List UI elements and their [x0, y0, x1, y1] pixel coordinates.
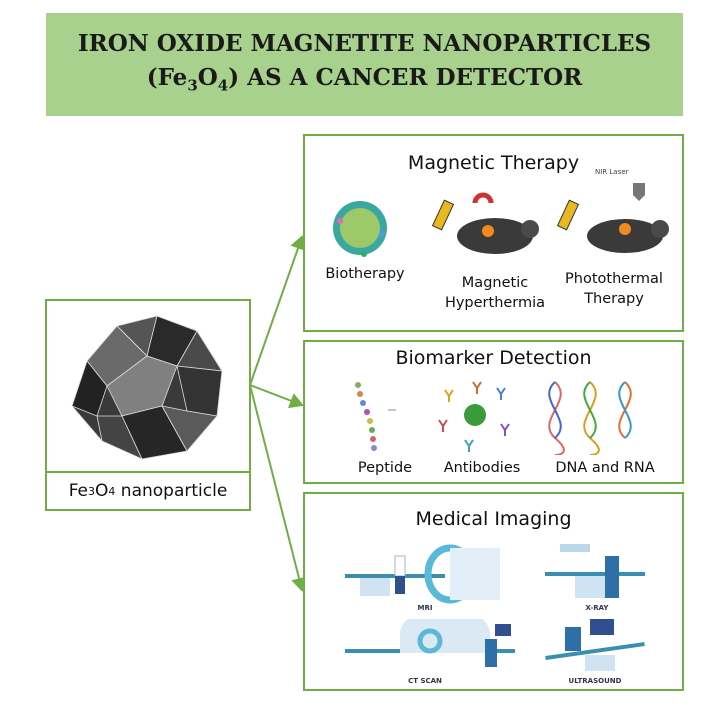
magnetic-therapy-panel: Magnetic Therapy NIR Laser Biotherapy Ma… [303, 134, 684, 332]
s-e: nanoparticle [115, 481, 228, 501]
nanoparticle-image-box [45, 299, 251, 473]
medical-imaging-heading: Medical Imaging [415, 508, 572, 530]
t-a: (Fe [146, 63, 188, 91]
peptide-icon [355, 382, 396, 451]
arrow-therapy [249, 235, 306, 386]
t-b: 3 [187, 76, 198, 95]
ultrasound-illustration [545, 619, 645, 671]
t-e: ) AS A CANCER DETECTOR [228, 63, 583, 91]
s-a: Fe [68, 481, 89, 501]
photothermal-mouse-icon [556, 183, 669, 253]
biomarker-detection-panel: Biomarker Detection Peptide Antibodies D… [303, 340, 684, 484]
mri-illustration [345, 544, 500, 604]
mh-2: Hyperthermia [444, 295, 546, 311]
pt-1: Photothermal [565, 271, 663, 287]
xray-illustration [545, 544, 645, 598]
antibodies-icon [438, 381, 510, 452]
magnetic-therapy-heading: Magnetic Therapy [407, 152, 580, 174]
s-c: O [95, 481, 109, 501]
pt-2: Therapy [584, 291, 644, 307]
nir-laser-label: NIR Laser [595, 168, 629, 176]
arrow-imaging [249, 384, 307, 592]
dna-rna-label: DNA and RNA [555, 460, 655, 476]
biomarker-heading: Biomarker Detection [395, 347, 592, 369]
t-c: O [197, 63, 218, 91]
mri-label: MRI [417, 604, 433, 612]
title-banner: IRON OXIDE MAGNETITE NANOPARTICLES (Fe3O… [46, 13, 683, 116]
title-line-1: IRON OXIDE MAGNETITE NANOPARTICLES [77, 29, 652, 57]
ct-scan-illustration [345, 619, 515, 667]
dna-rna-icon [548, 381, 632, 455]
xray-label: X-RAY [585, 604, 609, 612]
t-d: 4 [217, 76, 229, 95]
nanoparticle-illustration [71, 315, 223, 460]
s-b: 3 [88, 484, 96, 498]
peptide-label: Peptide [357, 460, 413, 476]
title-line-2: (Fe3O4) AS A CANCER DETECTOR [147, 61, 583, 103]
magnetic-hyperthermia-mouse-icon [431, 192, 539, 254]
ct-scan-label: CT SCAN [408, 677, 442, 685]
biotherapy-label: Biotherapy [325, 266, 405, 282]
medical-imaging-panel: Medical Imaging MRI X-RAY CT SCAN ULTRAS… [303, 492, 684, 691]
mh-1: Magnetic [461, 275, 529, 291]
biotherapy-icon [333, 201, 387, 257]
s-d: 4 [108, 484, 116, 498]
arrow-biomarker [249, 384, 304, 409]
antibodies-label: Antibodies [443, 460, 521, 476]
ultrasound-label: ULTRASOUND [568, 677, 622, 685]
